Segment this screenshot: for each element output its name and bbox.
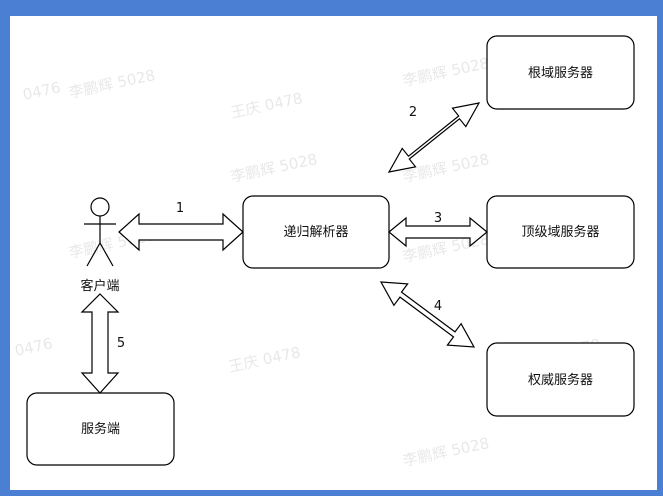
root-server-box [486, 35, 635, 110]
client-actor [84, 197, 116, 267]
client-label: 客户端 [80, 278, 119, 294]
actor-right-leg [99, 242, 114, 267]
tld-server-node: 顶级域服务器 [486, 195, 635, 269]
double-arrow-3 [388, 216, 488, 248]
tld-server-label: 顶级域服务器 [521, 224, 599, 240]
brand-watermark: @稀土掘金技术社区 [533, 464, 650, 480]
watermark-text: 王庆 0478 [227, 343, 302, 376]
watermark-text: 李鹏辉 5028 [67, 66, 157, 102]
server-node: 服务端 [26, 392, 175, 466]
double-arrow-1 [118, 212, 244, 252]
watermark-text: 李鹏辉 5028 [401, 54, 491, 90]
authoritative-server-box [486, 342, 635, 417]
watermark-text: 李鹏辉 5028 [229, 150, 319, 186]
actor-head [90, 197, 110, 217]
watermark-text: 王庆 0478 [229, 89, 304, 122]
root-server-label: 根域服务器 [528, 65, 593, 81]
step-label-5: 5 [117, 336, 125, 351]
recursive-resolver-node: 递归解析器 [242, 195, 390, 269]
step-label-4: 4 [434, 299, 442, 314]
recursive-resolver-label: 递归解析器 [283, 225, 348, 240]
watermark-text: 0476 [21, 78, 62, 104]
authoritative-server-node: 权威服务器 [486, 342, 635, 417]
double-arrow-2 [387, 102, 481, 173]
double-arrow-5 [80, 293, 120, 394]
step-label-2: 2 [409, 105, 417, 120]
actor-left-leg [86, 242, 101, 267]
watermark-text: 0476 [13, 334, 54, 360]
watermark-text: 李鹏辉 5028 [401, 434, 491, 470]
step-label-3: 3 [434, 211, 442, 226]
step-label-1: 1 [176, 201, 184, 216]
double-arrow-4 [379, 281, 476, 348]
server-label: 服务端 [81, 421, 120, 437]
authoritative-server-label: 权威服务器 [528, 372, 593, 388]
root-server-node: 根域服务器 [486, 35, 635, 110]
